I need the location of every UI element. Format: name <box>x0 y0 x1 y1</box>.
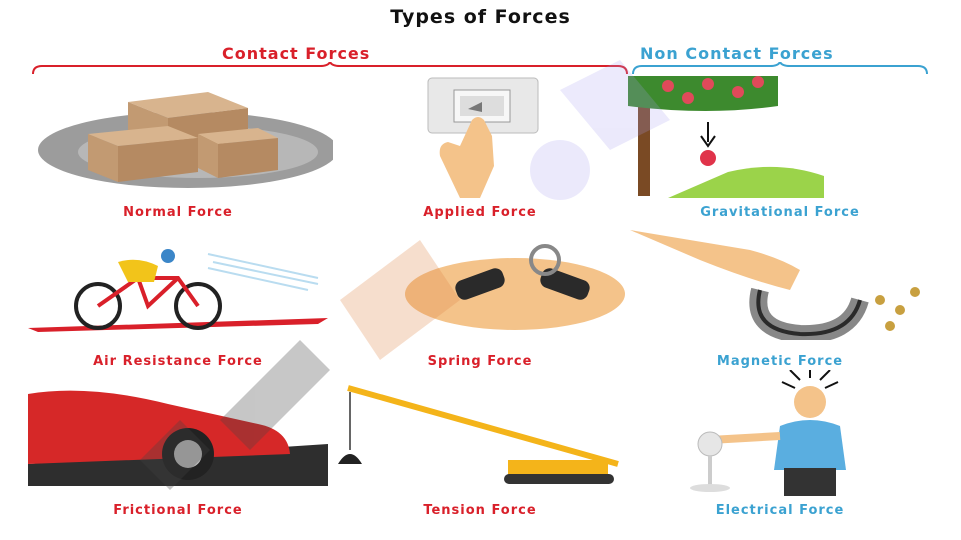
tension-force-caption: Tension Force <box>423 503 537 518</box>
electrical-force-illustration <box>690 370 846 496</box>
magnetic-force-caption: Magnetic Force <box>716 354 844 369</box>
contact-brace <box>32 62 628 75</box>
page-title: Types of Forces <box>390 6 571 28</box>
non-contact-forces-heading: Non Contact Forces <box>640 44 834 63</box>
applied-force-illustration <box>427 77 539 198</box>
car-icon <box>28 390 290 480</box>
applied-force-caption: Applied Force <box>423 205 537 220</box>
horseshoe-magnet-icon <box>749 287 869 340</box>
electrical-force-caption: Electrical Force <box>715 503 845 518</box>
frictional-force-illustration <box>28 390 328 486</box>
gravitational-force-illustration <box>628 76 828 198</box>
air-resistance-illustration <box>28 249 328 332</box>
frictional-force-caption: Frictional Force <box>113 503 243 518</box>
spring-coil-icon <box>529 244 561 276</box>
magnetic-force-illustration <box>630 230 920 340</box>
bicycle-icon <box>74 276 222 330</box>
finger-icon <box>439 117 494 198</box>
apple-icon <box>700 150 716 166</box>
crane-icon <box>504 460 614 484</box>
spring-force-illustration <box>405 244 625 330</box>
static-hair-icon <box>781 370 839 389</box>
non-contact-brace <box>632 62 928 75</box>
normal-force-caption: Normal Force <box>123 205 233 220</box>
contact-forces-heading: Contact Forces <box>222 44 371 63</box>
air-resistance-caption: Air Resistance Force <box>93 354 263 369</box>
spring-force-caption: Spring Force <box>427 354 533 369</box>
normal-force-illustration <box>38 92 333 188</box>
tension-force-illustration <box>338 385 619 484</box>
van-de-graaff-icon <box>697 431 723 457</box>
gravitational-force-caption: Gravitational Force <box>700 205 860 220</box>
